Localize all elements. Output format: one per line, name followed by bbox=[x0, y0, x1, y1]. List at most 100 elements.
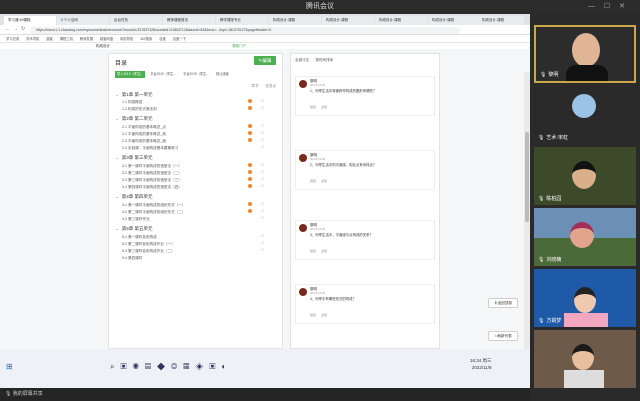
taskbar-clock[interactable]: 16:34 周三 2022/11/9 bbox=[470, 357, 492, 371]
browser-tab[interactable]: 教学课堂专业 bbox=[216, 16, 268, 25]
participant-face bbox=[572, 161, 596, 189]
section-item[interactable]: 3.2 第二课时平面构成的造型法（二） bbox=[122, 171, 182, 175]
course-portal-link[interactable]: 课程门户 bbox=[232, 44, 246, 48]
task-point-icon bbox=[248, 170, 252, 174]
bookmark[interactable]: 百度一下 bbox=[172, 37, 186, 41]
browser-tab[interactable]: 构成设计-课程 bbox=[322, 16, 374, 25]
window-controls[interactable]: —☐✕ bbox=[587, 3, 634, 10]
section-item[interactable]: 5.4 第四课时 bbox=[122, 256, 143, 260]
section-item[interactable]: 4.1 第一课时平面构成的组织形式（一） bbox=[122, 203, 186, 207]
browser-tab[interactable]: 教师课程首页 bbox=[163, 16, 215, 25]
check-icon: ✓ bbox=[261, 201, 265, 206]
bookmark[interactable]: 网站导航 bbox=[120, 37, 134, 41]
post-actions[interactable]: 回复 点赞 bbox=[310, 313, 327, 317]
nav-back-icon[interactable]: ← bbox=[5, 26, 10, 32]
post-text: 3、列举生活中，平面感与点构成的关系？ bbox=[310, 233, 373, 237]
class-tab[interactable]: 平台2019（学生... bbox=[183, 72, 209, 76]
section-item[interactable]: 2.1 平面构成的基本概念_点 bbox=[122, 125, 166, 129]
participant-face bbox=[570, 222, 594, 248]
browser-tab[interactable]: 构成设计-课程 bbox=[269, 16, 321, 25]
clock-time: 16:34 周三 bbox=[470, 358, 492, 363]
class-tabs: 导入2019（学生） 平台2019（学生... 平台2019（学生... 默认班… bbox=[115, 71, 233, 78]
course-page: 构成设计 课程门户 目录 ✎编辑 导入2019（学生） 平台2019（学生...… bbox=[0, 43, 530, 349]
section-item[interactable]: 2.4 实验课：平面构成基本要素练习 bbox=[122, 146, 179, 150]
participant-video[interactable]: 🎙︎陈柏园 bbox=[534, 147, 636, 205]
scrollbar[interactable] bbox=[524, 72, 530, 349]
bookmark[interactable]: 课程工具 bbox=[59, 37, 73, 41]
post-actions[interactable]: 回复 点赞 bbox=[310, 179, 327, 183]
class-tab[interactable]: 平台2019（学生... bbox=[150, 72, 177, 76]
section-item[interactable]: 1.1 构成概述 bbox=[122, 100, 143, 104]
unit-heading[interactable]: ⌄第3章 第三单元 bbox=[115, 155, 153, 160]
participant-name: 🎙︎刘晓楠 bbox=[538, 257, 562, 263]
url-input[interactable]: https://mooc1-1.chaoxing.com/mycourse/te… bbox=[30, 26, 460, 34]
class-tab[interactable]: 导入2019（学生） bbox=[115, 71, 146, 78]
bookmark[interactable]: 360搜索 bbox=[140, 37, 153, 41]
taskbar-app-icons[interactable]: ⌕▣◉▤◆◎▦◈▣◐ bbox=[110, 362, 233, 371]
bookmark[interactable]: 超星网盘 bbox=[99, 37, 114, 41]
avatar bbox=[299, 288, 307, 296]
windows-start-icon[interactable]: ⊞ bbox=[6, 362, 13, 371]
section-item[interactable]: 2.2 平面构成的基本概念_线 bbox=[122, 132, 166, 136]
post-author: 黎明 bbox=[310, 153, 317, 157]
participant-video[interactable] bbox=[534, 330, 636, 388]
unit-heading[interactable]: ⌄第5章 第五单元 bbox=[115, 226, 153, 231]
section-item[interactable]: 1.2 构成的形式美法则 bbox=[122, 107, 157, 111]
screen-share-bar[interactable]: 🎙︎ 我的屏幕共享 bbox=[0, 388, 530, 401]
participant-video[interactable]: 🎙︎艺术-宋虹 bbox=[534, 86, 636, 144]
participant-video[interactable]: 🎙︎方娟梦 bbox=[534, 269, 636, 327]
section-item[interactable]: 5.3 第三课时色彩构成作业（二） bbox=[122, 249, 175, 253]
browser-tab[interactable]: 构成设计-课程 bbox=[375, 16, 427, 25]
section-item[interactable]: 3.3 第三课时平面构成的造型法（三） bbox=[122, 178, 182, 182]
bookmark[interactable]: 百度 bbox=[159, 37, 166, 41]
post-date: 06-18 13:00 bbox=[310, 291, 325, 295]
mic-icon: 🎙︎ bbox=[540, 72, 547, 78]
browser-tab-bar: 学习通-MI课程 0 个人空间 后台任务 教师课程首页 教学课堂专业 构成设计-… bbox=[0, 14, 530, 25]
discussion-tab[interactable]: 按时间排序 bbox=[315, 58, 334, 62]
section-item[interactable]: 3.4 第四课时平面构成的造型法（四） bbox=[122, 185, 182, 189]
browser-tab[interactable]: 学习通-MI课程 bbox=[4, 16, 56, 25]
check-icon: ✓ bbox=[261, 98, 265, 103]
task-point-icon bbox=[248, 99, 252, 103]
check-icon: ✓ bbox=[261, 240, 265, 245]
section-item[interactable]: 3.1 第一课时平面构成的造型法（一） bbox=[122, 164, 182, 168]
browser-tab[interactable]: 后台任务 bbox=[110, 16, 162, 25]
window-title: 腾讯会议 bbox=[306, 3, 334, 10]
section-item[interactable]: 4.2 第二课时平面构成的组织形式（二） bbox=[122, 210, 186, 214]
section-item[interactable]: 5.1 第一课时色彩构成 bbox=[122, 235, 157, 239]
discussion-panel: 全部讨论 按时间排序 黎明 06-18 13:00 1、列举生活中常被称作构成的… bbox=[290, 53, 440, 349]
edit-button[interactable]: ✎编辑 bbox=[254, 56, 276, 65]
bookmark[interactable]: 学习记录 bbox=[6, 37, 20, 41]
participant-video[interactable]: 🎙︎黎明 bbox=[534, 25, 636, 83]
post-date: 06-18 13:00 bbox=[310, 83, 325, 87]
refresh-list-button[interactable]: ↻刷新列表 bbox=[488, 331, 518, 341]
nav-forward-icon[interactable]: → bbox=[13, 26, 18, 32]
task-point-icon bbox=[248, 124, 252, 128]
discussion-post: 黎明 06-18 13:00 3、列举生活中，平面感与点构成的关系？ 回复 点赞 bbox=[295, 220, 435, 260]
reload-icon[interactable]: ↻ bbox=[21, 26, 26, 32]
post-actions[interactable]: 回复 点赞 bbox=[310, 105, 327, 109]
browser-tab[interactable]: 构成设计-课程 bbox=[428, 16, 480, 25]
back-to-top-button[interactable]: ⬆返回顶部 bbox=[488, 298, 518, 308]
scrollbar-thumb[interactable] bbox=[525, 132, 529, 222]
section-item[interactable]: 4.3 第三课时作业 bbox=[122, 217, 150, 221]
section-item[interactable]: 5.2 第二课时色彩构成作业（一） bbox=[122, 242, 175, 246]
bookmark[interactable]: 超星 bbox=[46, 37, 53, 41]
section-item[interactable]: 2.3 平面构成的基本概念_面 bbox=[122, 139, 166, 143]
unit-heading[interactable]: ⌄第4章 第四单元 bbox=[115, 194, 153, 199]
mic-icon: 🎙︎ bbox=[538, 318, 545, 324]
discussion-tab[interactable]: 全部讨论 bbox=[295, 58, 310, 62]
browser-tab[interactable]: 0 个人空间 bbox=[57, 16, 109, 25]
unit-heading[interactable]: ⌄第1章 第一单元 bbox=[115, 92, 153, 97]
participant-face bbox=[574, 287, 596, 313]
unit-heading[interactable]: ⌄第2章 第二单元 bbox=[115, 116, 153, 121]
browser-tab[interactable]: 构成设计-课程 bbox=[478, 16, 524, 25]
participant-avatar bbox=[572, 94, 596, 118]
bookmark[interactable]: 教师发展 bbox=[79, 37, 94, 41]
post-actions[interactable]: 回复 点赞 bbox=[310, 249, 327, 253]
bookmark[interactable]: 学术导航 bbox=[26, 37, 40, 41]
clock-date: 2022/11/9 bbox=[471, 365, 492, 370]
participant-video[interactable]: 🎙︎刘晓楠 bbox=[534, 208, 636, 266]
post-date: 06-18 13:00 bbox=[310, 157, 325, 161]
class-tab[interactable]: 默认班级 bbox=[215, 72, 229, 76]
